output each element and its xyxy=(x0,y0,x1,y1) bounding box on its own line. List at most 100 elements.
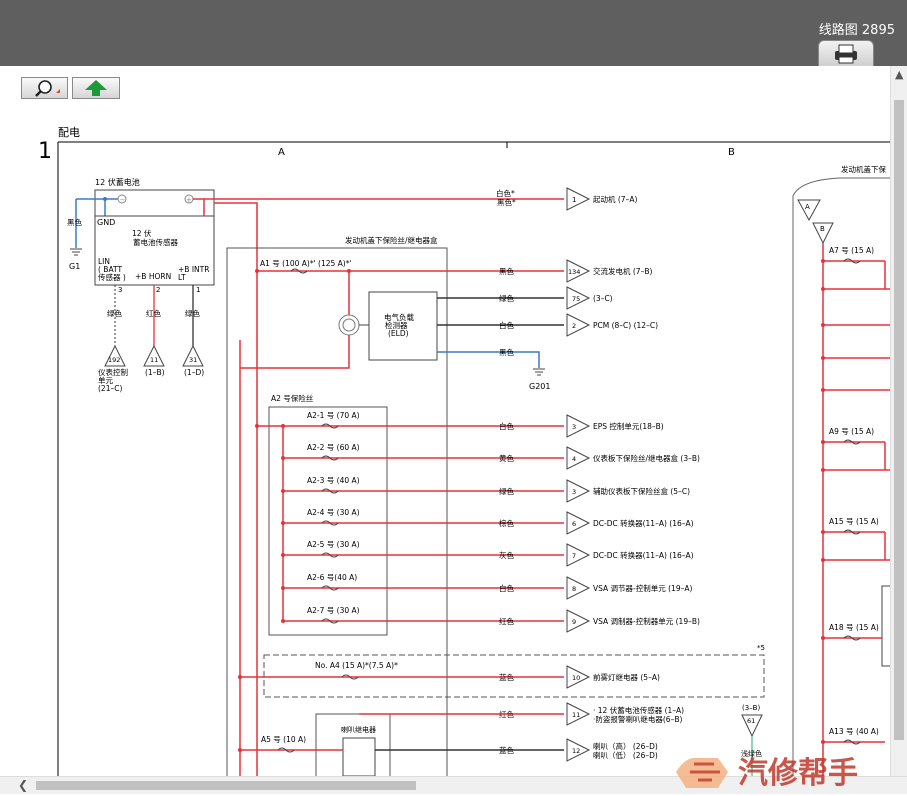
right-fuse-label: A7 号 (15 A) xyxy=(829,246,874,255)
eld-label-3: (ELD) xyxy=(388,329,409,338)
sensor-pin-horn: +B HORN xyxy=(135,272,171,281)
scroll-up-icon[interactable]: ▲ xyxy=(895,68,904,81)
output-label: 交流发电机 (7–B) xyxy=(593,266,652,276)
connector-1-starter: 1 xyxy=(566,187,591,211)
output-label: 仪表板下保险丝/继电器盒 (3–B) xyxy=(593,453,700,463)
output-wire-label: 棕色 xyxy=(499,518,514,528)
fuse-a2-5: A2-5 号 (30 A) xyxy=(281,540,564,558)
output-label: 前雾灯继电器 (5–A) xyxy=(593,672,660,682)
output-wire-label: 白色 xyxy=(499,320,514,330)
output-wire-label: 黑色 xyxy=(499,347,514,357)
fuse-a2-label: A2-6 号(40 A) xyxy=(307,573,357,582)
connector-11-top: 11 xyxy=(143,344,165,367)
underhood-box xyxy=(226,247,448,776)
window-title: 线路图 2895 xyxy=(818,23,895,38)
battery-title: 12 伏蓄电池 xyxy=(95,177,140,187)
output-wire-label: 绿色 xyxy=(499,486,514,496)
diagram-viewport[interactable]: 配电 1 A B 12 伏蓄电池 − + 黑色 G1 GND 12 伏 蓄电池传… xyxy=(0,66,890,776)
a2-title: A2 号保险丝 xyxy=(271,393,314,403)
connector-11 xyxy=(566,702,591,726)
printer-icon xyxy=(835,44,857,63)
connector-61: 61 xyxy=(741,714,763,738)
output-label: VSA 调节器-控制单元 (19–A) xyxy=(593,583,692,593)
watermark-text: 汽修帮手 xyxy=(738,756,858,791)
svg-text:+: + xyxy=(186,196,192,204)
connector-2 xyxy=(566,313,591,337)
a4-option-box xyxy=(263,654,765,698)
fuse-a2-3: A2-3 号 (40 A) xyxy=(281,476,564,494)
right-fuse-label: A15 号 (15 A) xyxy=(829,517,879,526)
connector-6 xyxy=(566,511,591,535)
right-fuse-5: A13 号 (40 A) xyxy=(821,727,885,745)
sensor-pin-num-1: 1 xyxy=(196,286,200,294)
vertical-scroll-thumb[interactable] xyxy=(894,100,904,740)
print-button[interactable] xyxy=(818,40,874,66)
fuse-a2-label: A2-5 号 (30 A) xyxy=(307,540,360,549)
svg-text:1: 1 xyxy=(572,196,576,204)
svg-text:31: 31 xyxy=(189,356,197,364)
ground-symbol xyxy=(70,248,82,256)
zoom-button[interactable] xyxy=(21,77,68,99)
sensor-title-1: 12 伏 xyxy=(132,228,152,238)
connector-192: 192 xyxy=(104,344,126,367)
ground-label: G1 xyxy=(69,262,80,271)
scroll-left-icon[interactable]: ❮ xyxy=(18,778,29,792)
output-wire-label: 黑色 xyxy=(499,266,514,276)
fuse-a2-7: A2-7 号 (30 A) xyxy=(281,606,564,624)
connector-61-ref: (3–B) xyxy=(742,704,760,712)
output-1: 黑色 134 交流发电机 (7–B) xyxy=(499,259,652,283)
output-label: DC-DC 转换器(11–A) (16–A) xyxy=(593,550,694,560)
zone-a-label: A xyxy=(278,147,285,158)
connector-number: 12 xyxy=(572,747,580,755)
connector-7 xyxy=(566,543,591,567)
ground-wire-label: 黑色 xyxy=(67,217,82,227)
output-label: 喇叭（高） (26–D) xyxy=(593,741,658,751)
output-label: 辅助仪表板下保险丝盒 (5–C) xyxy=(593,486,690,496)
right-fuse-box xyxy=(792,177,890,776)
right-node-a: A xyxy=(797,199,821,222)
sensor-pin-lin: LIN xyxy=(98,257,110,266)
page-number: 1 xyxy=(38,139,52,164)
connector-number: 134 xyxy=(568,268,580,276)
zone-b-label: B xyxy=(728,147,735,158)
right-fuse-4: A18 号 (15 A) xyxy=(821,623,885,641)
connector-11-label: (1–B) xyxy=(145,368,165,377)
fuse-a2-label: A2-1 号 (70 A) xyxy=(307,411,360,420)
sensor-pin-batt: ( BATT xyxy=(98,265,122,274)
sensor-pin-sensor: 传感器 ) xyxy=(98,272,126,282)
vertical-scrollbar[interactable]: ▲ xyxy=(890,66,907,776)
connector-number: 2 xyxy=(572,322,576,330)
connector-61-wire: 浅绿色 xyxy=(741,749,762,758)
connector-number: 3 xyxy=(572,488,576,496)
connector-12 xyxy=(566,738,591,762)
connector-10 xyxy=(566,665,591,689)
sensor-title-2: 蓄电池传感器 xyxy=(133,237,178,247)
up-button[interactable] xyxy=(72,77,120,99)
output-wire-label: 黄色 xyxy=(499,453,514,463)
fuse-a1-label: A1 号 (100 A)*' (125 A)*' xyxy=(260,259,352,268)
eld-box xyxy=(368,291,438,361)
starter-wire-2: 黑色* xyxy=(497,197,516,207)
right-fuse-label: A9 号 (15 A) xyxy=(829,427,874,436)
horizontal-scroll-thumb[interactable] xyxy=(36,781,416,790)
connector-192-label-2: 单元 xyxy=(98,375,113,385)
battery xyxy=(94,189,215,217)
fuse-a2-6: A2-6 号(40 A) xyxy=(281,573,564,591)
fuse-a4-label: No. A4 (15 A)*(7.5 A)* xyxy=(315,661,398,670)
fuse-a2-2: A2-2 号 (60 A) xyxy=(281,443,564,461)
horn-relay-outline xyxy=(315,713,391,776)
section-label: 配电 xyxy=(58,126,80,139)
underhood-title: 发动机盖下保险丝/继电器盒 xyxy=(345,235,438,245)
wiring-diagram: 配电 1 A B 12 伏蓄电池 − + 黑色 G1 GND 12 伏 蓄电池传… xyxy=(38,126,890,776)
connector-9 xyxy=(566,609,591,633)
right-fuse-3: A15 号 (15 A) xyxy=(821,517,885,535)
horizontal-scrollbar[interactable]: ❮ xyxy=(0,776,907,794)
connector-192-label-1: 仪表控制 xyxy=(98,367,128,377)
svg-text:−: − xyxy=(120,196,126,204)
sensor-pin-intr-1: +B INTR xyxy=(178,265,209,274)
fuse-a5-label: A5 号 (10 A) xyxy=(261,735,306,744)
